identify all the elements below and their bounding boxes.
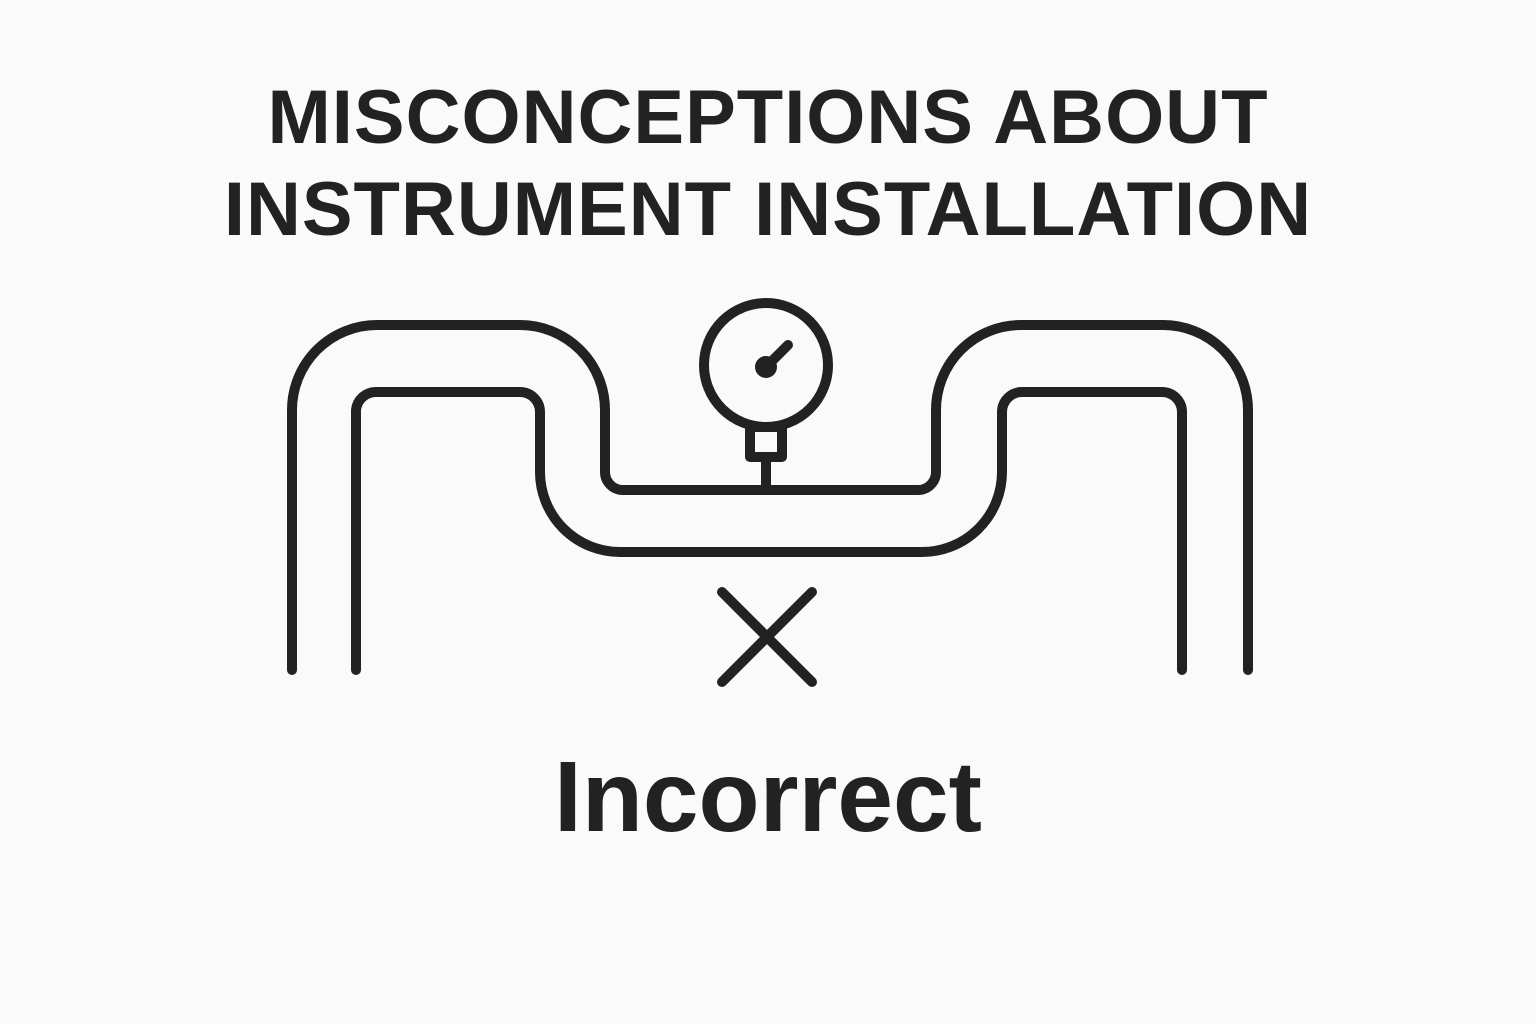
pipe-inner-wall [351,386,1187,675]
pressure-gauge-icon [699,298,833,493]
cross-icon [717,587,817,687]
title-line-2: INSTRUMENT INSTALLATION [223,167,1313,252]
diagram-title: MISCONCEPTIONS ABOUT INSTRUMENT INSTALLA… [0,72,1536,256]
incorrect-label: Incorrect [554,741,982,853]
title-line-1: MISCONCEPTIONS ABOUT [267,75,1269,160]
